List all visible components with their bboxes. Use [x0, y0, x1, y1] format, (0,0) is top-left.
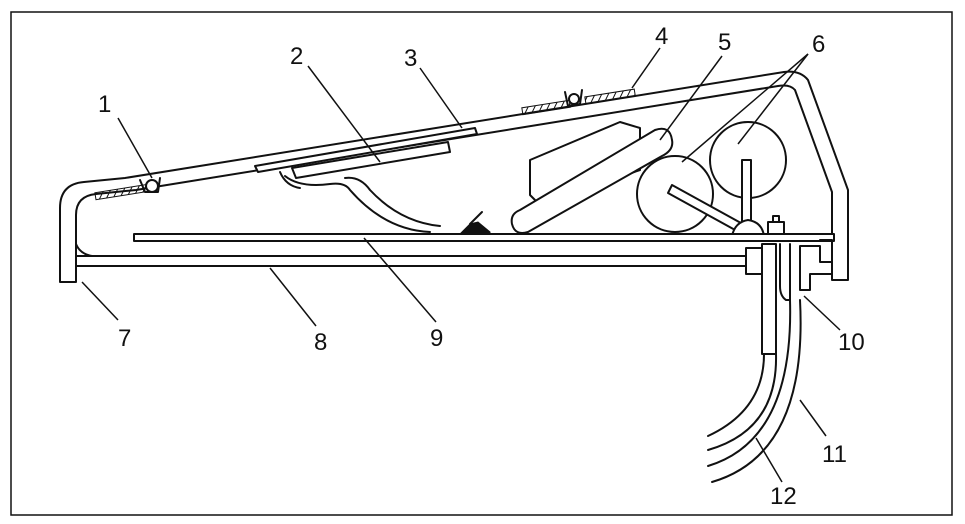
wedge-tip [469, 211, 483, 225]
pivot-base [731, 219, 765, 237]
cable-2 [284, 175, 431, 233]
base-curve [75, 243, 93, 257]
cable-2c [279, 171, 301, 189]
curved-tubes [707, 299, 802, 483]
cylinder-5 [510, 127, 674, 234]
base-plate-8 [75, 255, 761, 267]
wedge [458, 221, 491, 235]
label-1: 1 [98, 91, 111, 118]
bolt-head [772, 215, 780, 223]
label-7: 7 [118, 325, 131, 352]
label-10: 10 [838, 329, 865, 356]
label-3: 3 [404, 45, 417, 72]
label-6: 6 [812, 31, 825, 58]
rib-right [584, 88, 636, 105]
label-2: 2 [290, 43, 303, 70]
plate-9 [133, 233, 835, 242]
clip-upper [564, 89, 583, 107]
block-2 [291, 141, 451, 179]
tube-assembly [745, 239, 833, 355]
label-5: 5 [718, 29, 731, 56]
label-9: 9 [430, 325, 443, 352]
housing-shell [59, 70, 849, 283]
label-11: 11 [822, 441, 847, 468]
leader-lines [81, 47, 841, 483]
label-4: 4 [655, 23, 668, 50]
label-12: 12 [770, 483, 797, 510]
housing-5 [529, 121, 641, 206]
label-8: 8 [314, 329, 327, 356]
figure-frame [10, 11, 953, 516]
cable-2b [344, 176, 441, 227]
panel-3 [254, 127, 478, 173]
rib-middle [521, 99, 571, 116]
clip-part-1 [139, 177, 161, 193]
